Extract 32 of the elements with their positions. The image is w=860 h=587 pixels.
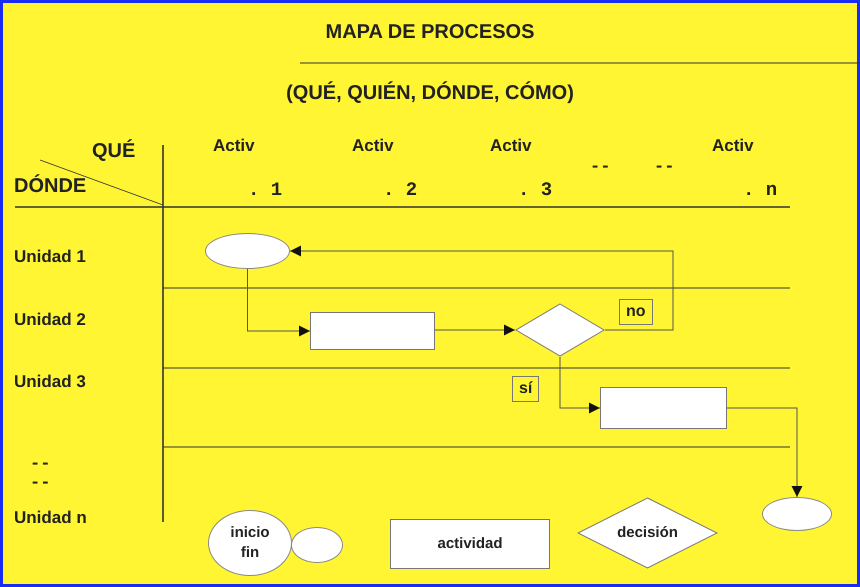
column-header: Activ <box>213 136 255 156</box>
column-header: QUÉ <box>92 141 136 161</box>
column-number: . 2 <box>383 180 418 200</box>
ellipsis-mark: -- <box>30 474 50 494</box>
column-header: Activ <box>352 136 394 156</box>
edge-label: no <box>619 299 653 325</box>
edge-label: sí <box>512 376 540 402</box>
arrow <box>290 246 674 330</box>
lane-label: Unidad 2 <box>14 310 86 330</box>
subtitle: (QUÉ, QUIÉN, DÓNDE, CÓMO) <box>286 83 574 103</box>
decision-diamond: decisión <box>577 497 718 569</box>
arrow <box>726 408 802 498</box>
column-number: . n <box>743 180 778 200</box>
diagram-title: MAPA DE PROCESOS <box>326 22 534 42</box>
arrow <box>560 356 600 414</box>
ellipsis-mark: -- <box>30 455 50 475</box>
arrow <box>247 268 310 336</box>
activity-box <box>310 312 435 350</box>
column-header: Activ <box>712 136 754 156</box>
row-header: DÓNDE <box>14 176 86 196</box>
column-number: . 3 <box>518 180 552 200</box>
ellipsis-mark: -- <box>654 158 674 178</box>
ellipsis-mark: -- <box>590 158 610 178</box>
decision-diamond <box>515 303 605 357</box>
lane-label: Unidad n <box>14 508 87 528</box>
activity-box: actividad <box>390 519 550 569</box>
arrow <box>434 324 516 336</box>
column-number: . 1 <box>248 180 282 200</box>
column-header: Activ <box>490 136 532 156</box>
lane-label: Unidad 3 <box>14 372 86 392</box>
activity-box <box>600 387 727 429</box>
lane-label: Unidad 1 <box>14 247 86 267</box>
